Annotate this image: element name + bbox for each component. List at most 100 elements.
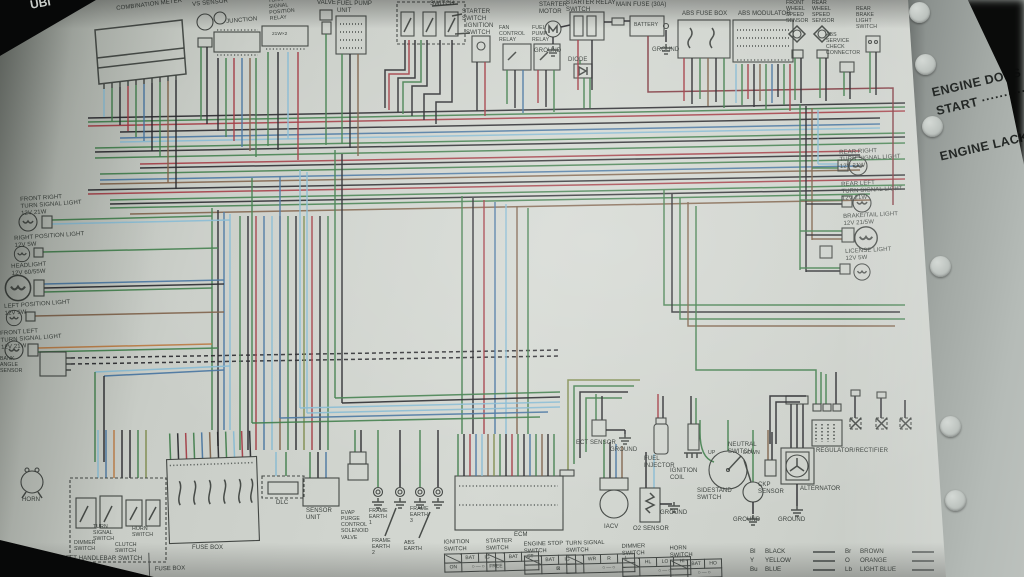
label-starter-relay-switch: STARTER RELAY SWITCH	[566, 0, 616, 14]
left-handlebar-switch-symbol	[69, 430, 167, 563]
wire-swatch	[912, 568, 934, 571]
label-rear-wheel-speed-sensor: REAR WHEEL SPEED SENSOR	[812, 0, 835, 25]
label-front-wheel-speed-sensor: FRONT WHEEL SPEED SENSOR	[786, 0, 809, 25]
fuel-injector-symbol	[653, 394, 669, 455]
wire-swatch	[912, 550, 934, 553]
label-o2-sensor: O2 SENSOR	[633, 526, 669, 532]
label-abs-service-check: ABS SERVICE CHECK CONNECTOR	[826, 32, 861, 57]
label-ground-starter: GROUND	[534, 48, 562, 54]
neutral-switch-symbol	[742, 430, 764, 526]
label-dlc: DLC	[276, 500, 289, 506]
label-fuse-box: FUSE BOX	[192, 545, 224, 551]
label-alternator: ALTERNATOR	[800, 486, 841, 492]
label-main-fuse: MAIN FUSE (30A)	[616, 2, 667, 8]
label-valve: VALVE	[317, 0, 336, 6]
label-sidestand-down: DOWN	[743, 450, 760, 456]
abs-modulator-symbol	[732, 19, 794, 111]
vs-sensor-symbol	[196, 11, 227, 124]
sensor-unit-symbol	[302, 452, 340, 507]
next-page-heading-2: ENGINE LACKS PO	[938, 127, 1024, 164]
label-ecm: ECM	[514, 532, 528, 538]
table-title: HORN SWITCH	[669, 545, 693, 559]
abs-fuse-box-symbol	[677, 19, 731, 108]
combination-meter-symbol	[94, 19, 187, 189]
label-frame-earth-2: FRAME EARTH 2	[372, 538, 391, 557]
starter-relay-switch-symbol	[569, 11, 612, 90]
label-sensor-unit: SENSOR UNIT	[306, 508, 332, 522]
wire-swatch	[813, 559, 835, 562]
label-sidestand: SIDESTAND SWITCH	[697, 488, 732, 502]
label-ignition-coil: IGNITION COIL	[670, 468, 698, 482]
label-clutch-switch: CLUTCH SWITCH	[115, 542, 137, 555]
label-ckp-sensor: CKP SENSOR	[758, 482, 784, 496]
label-headlight: HEADLIGHT 12V 60/55W	[11, 261, 47, 278]
label-neutral-switch: NEUTRAL SWITCH	[728, 442, 757, 456]
label-dimmer-switch: DIMMER SWITCH	[74, 540, 96, 553]
wire-swatch	[813, 568, 835, 571]
fuse-box-symbol	[165, 430, 261, 545]
wire-swatch	[912, 559, 934, 562]
fuse-list: FUSE BOX 1 10A HEAD 2 10A IGN,PUMP,FI,SO…	[148, 549, 252, 577]
main-fuse-symbol	[611, 17, 630, 26]
iacv-symbol	[599, 440, 629, 519]
label-rear-left-turn: REAR LEFT TURN SIGNAL LIGHT 12V 21W	[841, 180, 903, 203]
diode-symbol	[573, 60, 593, 108]
wire-swatch	[813, 550, 835, 553]
label-frame-earth-3: FRAME EARTH 3	[410, 506, 429, 525]
abs-service-check-connector-symbol	[839, 61, 855, 99]
ckp-sensor-symbol	[764, 430, 777, 477]
centre-wire-bundles	[239, 150, 640, 470]
label-bank-angle-sensor: BANK ANGLE SENSOR	[0, 356, 23, 375]
frame-earth-symbols	[371, 430, 445, 539]
label-fuel-pump-unit: FUEL PUMP UNIT	[337, 1, 373, 15]
label-battery: BATTERY	[634, 22, 659, 28]
label-fuel-injector: FUEL INJECTOR	[644, 456, 675, 470]
wheel-speed-sensor-symbols	[787, 24, 832, 103]
label-turn-signal-relay: TURN SIGNAL POSITION RELAY	[268, 0, 296, 23]
label-fan-control-relay: FAN CONTROL RELAY	[499, 25, 526, 44]
page-corner-text: UBI	[28, 0, 52, 12]
label-starter-motor: STARTER MOTOR	[539, 2, 568, 16]
ignition-coil-symbol	[684, 396, 702, 458]
label-ground-ckp: GROUND	[778, 517, 806, 523]
battery-symbol	[629, 15, 894, 205]
label-starter-switch: STARTER SWITCH	[462, 9, 491, 23]
regulator-rectifier-symbol	[695, 206, 843, 447]
label-front-left-turn: FRONT LEFT TURN SIGNAL LIGHT 12V 21W	[0, 328, 62, 352]
binder-hole	[930, 256, 951, 277]
label-regulator: REGULATOR/RECTIFIER	[816, 448, 889, 454]
label-rear-brake-light-switch: REAR BRAKE LIGHT SWITCH	[856, 6, 878, 31]
label-switch-partial: SWITCH	[430, 1, 455, 7]
binder-hole	[945, 490, 966, 511]
label-frame-earth-1: FRAME EARTH 1	[369, 508, 388, 527]
right-handlebar-switch-symbol	[384, 1, 471, 124]
rear-brake-light-switch-symbol	[865, 35, 881, 95]
label-ground-ect: GROUND	[610, 447, 638, 453]
label-rear-right-turn: REAR RIGHT TURN SIGNAL LIGHT 12V 21W	[839, 148, 901, 171]
label-evap: EVAP PURGE CONTROL SOLENOID VALVE	[341, 510, 369, 541]
label-horn: HORN	[22, 497, 41, 503]
label-brake-tail: BRAKE/TAIL LIGHT 12V 21/5W	[843, 211, 899, 228]
ect-sensor-symbol	[591, 394, 632, 445]
binder-hole	[922, 116, 943, 137]
label-license: LICENSE LIGHT 12V 5W	[845, 246, 892, 263]
label-diode: DIODE	[568, 57, 588, 63]
label-iacv: IACV	[604, 524, 619, 530]
binder-hole	[940, 416, 961, 437]
label-front-right-turn: FRONT RIGHT TURN SIGNAL LIGHT 12V 21W	[20, 194, 82, 218]
label-horn-switch: HORN SWITCH	[132, 526, 154, 539]
rear-lights-wiring	[663, 104, 905, 327]
label-left-handlebar: LEFT HANDLEBAR SWITCH	[62, 556, 143, 562]
fuel-pump-unit-symbol	[335, 15, 367, 156]
label-ground-neutral: GROUND	[733, 517, 761, 523]
fuse-list-title: FUSE BOX	[154, 565, 186, 573]
turn-signal-relay-symbol	[261, 25, 309, 160]
